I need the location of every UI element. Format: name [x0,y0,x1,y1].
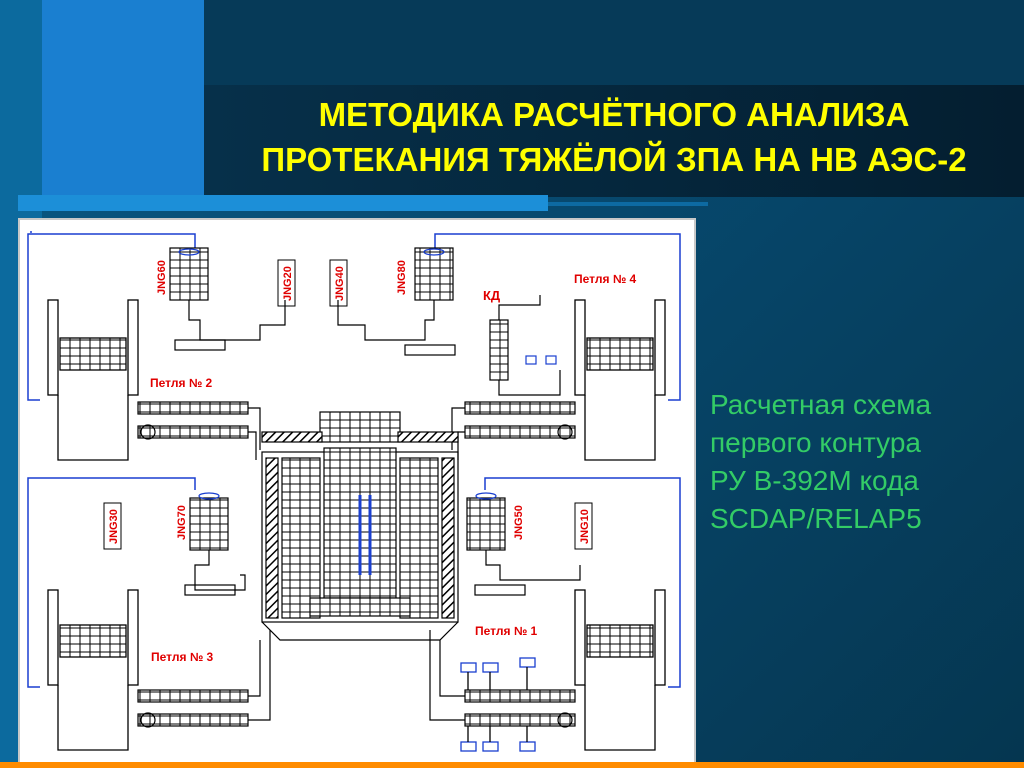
loop-pipes [137,401,576,728]
loop-4-label: Петля № 4 [574,272,637,286]
caption-line-3: РУ В-392М кода [710,465,919,496]
pressurizer [489,295,561,396]
jng50-label: JNG50 [513,505,525,540]
diagram-frame: Петля № 2 Петля № 4 Петля № 3 Петля № 1 … [18,218,696,764]
decor-line-horizontal [548,202,708,206]
caption-line-4: SCDAP/RELAP5 [710,503,922,534]
reactor-vessel [261,411,459,641]
loop-3-label: Петля № 3 [151,650,214,664]
blue-connection-lines [27,231,681,688]
decor-block-top-left [42,0,204,195]
jng60-label: JNG60 [156,260,168,295]
decor-band-top [204,0,1024,85]
jng70-label: JNG70 [176,505,188,540]
jng20-label: JNG20 [282,266,294,301]
accumulator-tanks [169,247,581,596]
decor-bottom-stripe [0,762,1024,768]
loop-1-label: Петля № 1 [475,624,538,638]
bottom-right-components [460,657,536,752]
decor-bar-horizontal [18,195,548,211]
slide-title-line-1: МЕТОДИКА РАСЧЁТНОГО АНАЛИЗА [318,96,910,133]
loop-2-label: Петля № 2 [150,376,213,390]
jng10-label: JNG10 [579,509,591,544]
pressurizer-label: КД [483,288,501,303]
jng-labels: JNG60 JNG20 JNG40 JNG80 JNG30 JNG70 JNG5… [103,259,593,550]
jng80-label: JNG80 [396,260,408,295]
primary-circuit-diagram: Петля № 2 Петля № 4 Петля № 3 Петля № 1 … [27,231,681,752]
steam-generators [47,299,666,751]
diagram-caption: Расчетная схема первого контура РУ В-392… [710,386,1010,538]
slide-title: МЕТОДИКА РАСЧЁТНОГО АНАЛИЗА ПРОТЕКАНИЯ Т… [204,92,1024,182]
jng40-label: JNG40 [334,266,346,301]
slide-title-line-2: ПРОТЕКАНИЯ ТЯЖЁЛОЙ ЗПА НА НВ АЭС-2 [261,141,967,178]
jng30-label: JNG30 [108,509,120,544]
caption-line-1: Расчетная схема [710,389,932,420]
caption-line-2: первого контура [710,427,921,458]
title-band [204,85,1024,197]
